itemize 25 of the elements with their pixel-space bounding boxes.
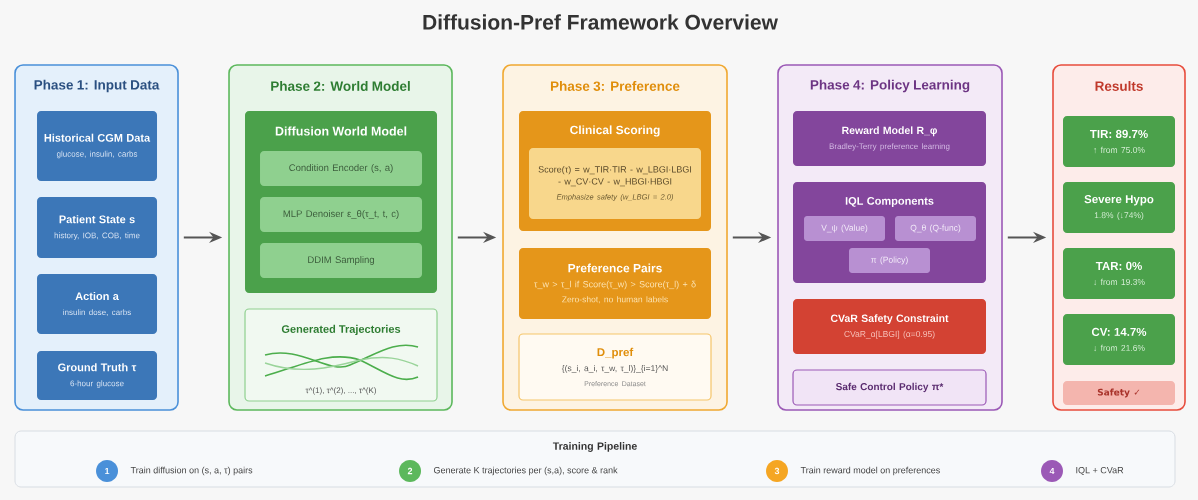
policy-box: Safe Control Policy π* (792, 369, 987, 406)
input-box: Action a insulin dose, carbs (37, 274, 157, 334)
step-text: Train reward model on preferences (800, 466, 940, 476)
status-box: Safety ✓ (1063, 381, 1175, 405)
metric-box: TIR: 89.7% ↑ from 75.0% (1063, 116, 1175, 167)
step-text: Train diffusion on (s, a, τ) pairs (130, 466, 253, 476)
component-box: π (Policy) (849, 248, 930, 273)
input-box: Ground Truth τ 6-hour glucose (37, 351, 157, 400)
pairs-box: Preference Pairs τ_w > τ_l if Score(τ_w) > Score(τ_l) + δ Zero-shot, no human labels (519, 248, 711, 319)
metric-box: CV: 14.7% ↓ from 21.6% (1063, 314, 1175, 365)
component-box: V_ψ (Value) (804, 216, 885, 241)
trajectories-box: Generated Trajectories τ^(1), τ^(2), ..., τ^(K) (244, 308, 438, 402)
input-box: Historical CGM Data glucose, insulin, carbs (37, 111, 157, 181)
module-box: DDIM Sampling (260, 243, 422, 278)
step-text: IQL + CVaR (1076, 467, 1124, 475)
title: Diffusion-Pref Framework Overview (423, 14, 778, 30)
reward-box: Reward Model R_φ Bradley-Terry preference learning (793, 111, 986, 166)
constraint-box: CVaR Safety Constraint CVaR_α[LBGI] (α=0.95) (793, 299, 986, 354)
metric-box: TAR: 0% ↓ from 19.3% (1063, 248, 1175, 299)
module-box: Condition Encoder (s, a) (260, 151, 422, 186)
metric-box: Severe Hypo 1.8% (↓74%) (1063, 182, 1175, 233)
module-box: MLP Denoiser ε_θ(τ_t, t, c) (260, 197, 422, 232)
component-box: Q_θ (Q-func) (895, 216, 976, 241)
step-text: Generate K trajectories per (s,a), score & rank (434, 466, 618, 476)
input-box: Patient State s history, IOB, COB, time (37, 197, 157, 258)
